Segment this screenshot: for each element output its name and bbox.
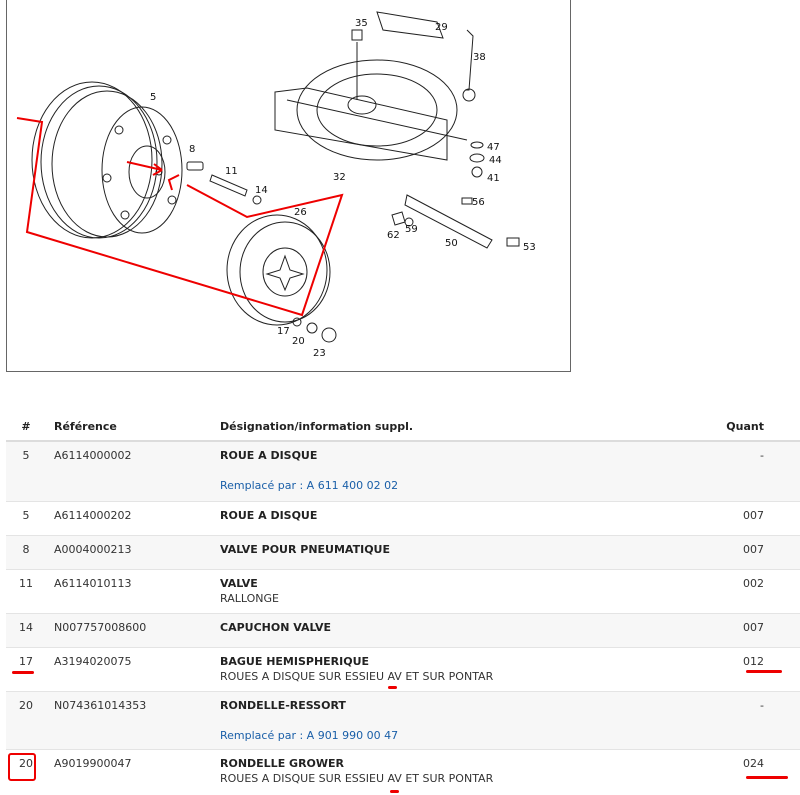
row-quantity: 024: [686, 748, 800, 793]
row-reference: N074361014353: [46, 690, 212, 749]
row-number: 20: [6, 690, 46, 749]
row-number: 20: [6, 748, 46, 793]
red-underline-mark: [746, 670, 782, 673]
row-designation-sub: RALLONGE: [220, 591, 279, 605]
red-underline-mark: [390, 790, 399, 793]
callout-47: 47: [487, 142, 500, 153]
callout-17: 17: [277, 326, 290, 337]
table-row[interactable]: 8 A0004000213 VALVE POUR PNEUMATIQUE 007: [6, 534, 800, 569]
row-quantity: 012: [686, 646, 800, 691]
spare-wheel-carrier-drawing: [274, 11, 520, 249]
row-reference: A0004000213: [46, 534, 212, 569]
callout-38: 38: [473, 52, 486, 63]
row-number: 8: [6, 534, 46, 569]
callout-59: 59: [405, 224, 418, 235]
row-designation: ROUE A DISQUE: [220, 449, 318, 462]
row-reference: A9019900047: [46, 748, 212, 793]
callout-20: 20: [292, 336, 305, 347]
row-designation-cell: ROUE A DISQUE: [212, 500, 686, 535]
diagram-drawing: 35 29 38 5 8 11 14 32 47 44 41 56 26 62 …: [16, 11, 536, 359]
header-designation: Désignation/information suppl.: [212, 413, 686, 442]
row-designation: VALVE: [220, 576, 258, 590]
row-designation-cell: VALVE POUR PNEUMATIQUE: [212, 534, 686, 569]
callout-11: 11: [225, 166, 238, 177]
wheel-rim-drawing: [31, 81, 183, 239]
table-row[interactable]: 14 N007757008600 CAPUCHON VALVE 007: [6, 612, 800, 647]
table-row[interactable]: 5 A6114000202 ROUE A DISQUE 007: [6, 500, 800, 535]
row-designation: RONDELLE GROWER: [220, 756, 345, 770]
row-designation-sub: ROUES A DISQUE SUR ESSIEU AV ET SUR PONT…: [220, 771, 494, 785]
callout-5: 5: [150, 92, 156, 103]
red-annotation-lines: [16, 117, 344, 317]
table-row[interactable]: 5 A6114000002 ROUE A DISQUE Remplacé par…: [6, 440, 800, 501]
callout-56: 56: [472, 197, 485, 208]
row-designation: CAPUCHON VALVE: [220, 620, 332, 634]
row-reference: A3194020075: [46, 646, 212, 691]
row-number: 5: [6, 500, 46, 535]
replaced-by-link[interactable]: Remplacé par : A 901 990 00 47: [220, 728, 399, 742]
row-designation: RONDELLE-RESSORT: [220, 698, 346, 712]
hub-cover-drawing: [226, 214, 337, 343]
callout-29: 29: [435, 22, 448, 33]
red-underline-mark: [388, 686, 397, 689]
row-designation-sub: ROUES A DISQUE SUR ESSIEU AV ET SUR PONT…: [220, 669, 494, 683]
table-row[interactable]: 11 A6114010113 VALVE RALLONGE 002: [6, 568, 800, 613]
red-box-mark: [8, 753, 36, 781]
table-header-row: # Référence Désignation/information supp…: [6, 413, 800, 442]
row-quantity: -: [686, 690, 800, 749]
row-designation-cell: ROUE A DISQUE Remplacé par : A 611 400 0…: [212, 440, 686, 501]
header-quantity: Quant: [686, 413, 800, 442]
table-row[interactable]: 17 A3194020075 BAGUE HEMISPHERIQUE ROUES…: [6, 646, 800, 691]
callout-62: 62: [387, 230, 400, 241]
row-quantity: 007: [686, 534, 800, 569]
row-designation: ROUE A DISQUE: [220, 508, 318, 522]
row-reference: A6114010113: [46, 568, 212, 613]
row-quantity: 002: [686, 568, 800, 613]
row-designation: BAGUE HEMISPHERIQUE: [220, 654, 370, 668]
valve-parts-drawing: [186, 161, 262, 205]
red-underline-mark: [746, 776, 788, 779]
row-number: 5: [6, 440, 46, 501]
row-number: 17: [6, 646, 46, 691]
callout-23: 23: [313, 348, 326, 359]
row-reference: A6114000002: [46, 440, 212, 501]
row-designation-cell: VALVE RALLONGE: [212, 568, 686, 613]
callout-32: 32: [333, 172, 346, 183]
callout-44: 44: [489, 155, 502, 166]
row-designation: VALVE POUR PNEUMATIQUE: [220, 542, 390, 556]
callout-35: 35: [355, 18, 368, 29]
header-reference: Référence: [46, 413, 212, 442]
row-reference: N007757008600: [46, 612, 212, 647]
callout-14: 14: [255, 185, 268, 196]
row-designation-cell: RONDELLE GROWER ROUES A DISQUE SUR ESSIE…: [212, 748, 686, 793]
row-designation-cell: RONDELLE-RESSORT Remplacé par : A 901 99…: [212, 690, 686, 749]
row-designation-cell: BAGUE HEMISPHERIQUE ROUES A DISQUE SUR E…: [212, 646, 686, 691]
table-row[interactable]: 20 N074361014353 RONDELLE-RESSORT Rempla…: [6, 690, 800, 749]
table-row[interactable]: 20 A9019900047 RONDELLE GROWER ROUES A D…: [6, 748, 800, 793]
row-reference: A6114000202: [46, 500, 212, 535]
row-quantity: 007: [686, 612, 800, 647]
header-number: #: [6, 413, 46, 442]
row-designation-cell: CAPUCHON VALVE: [212, 612, 686, 647]
row-number: 14: [6, 612, 46, 647]
exploded-parts-diagram: 35 29 38 5 8 11 14 32 47 44 41 56 26 62 …: [6, 0, 571, 372]
red-underline-mark: [12, 671, 34, 674]
callout-26: 26: [294, 207, 307, 218]
replaced-by-link[interactable]: Remplacé par : A 611 400 02 02: [220, 479, 399, 492]
row-quantity: 007: [686, 500, 800, 535]
parts-table: # Référence Désignation/information supp…: [6, 413, 800, 793]
callout-53: 53: [523, 242, 536, 253]
callout-41: 41: [487, 173, 500, 184]
callout-8: 8: [189, 144, 195, 155]
row-number: 11: [6, 568, 46, 613]
row-quantity: -: [686, 440, 800, 501]
callout-50: 50: [445, 238, 458, 249]
